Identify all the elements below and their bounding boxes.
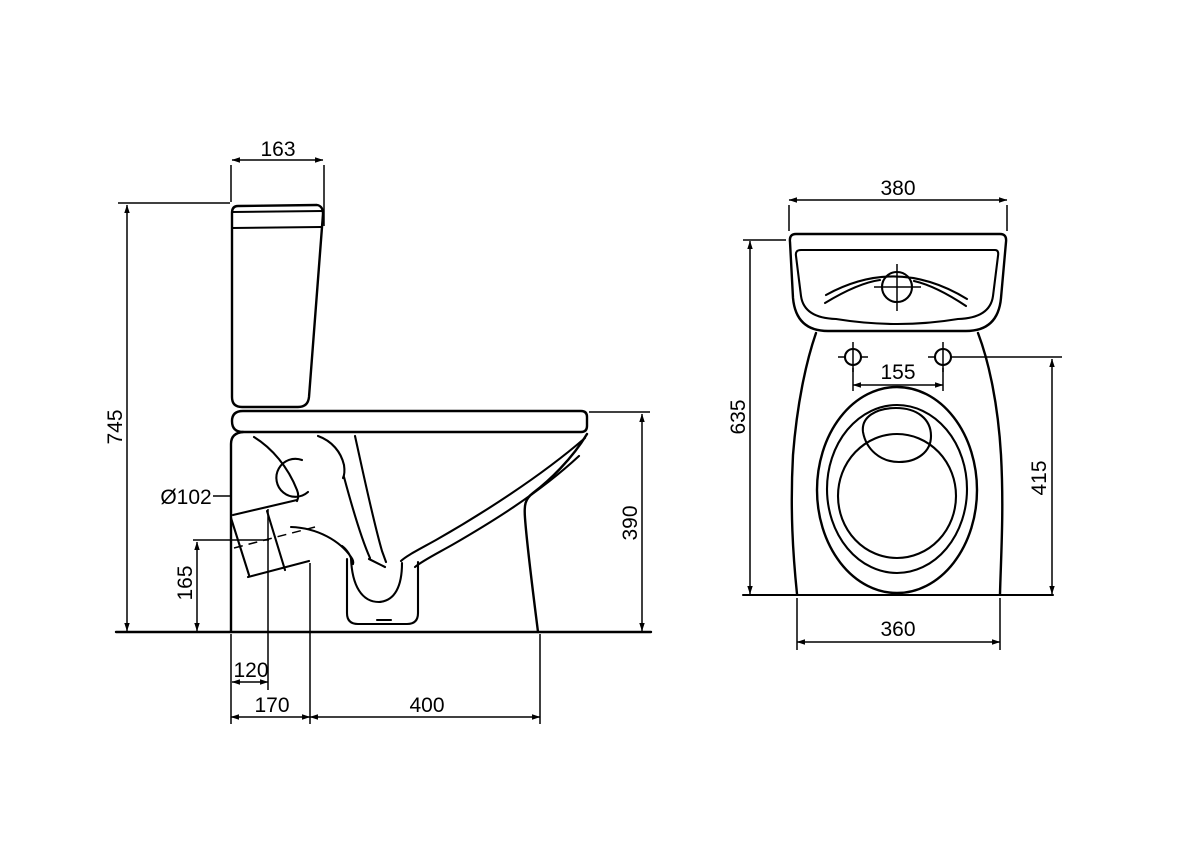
side-view-dimensions: 163 745 390 Ø102 165 120 170 400: [104, 138, 650, 724]
outlet-spigot-collar: [265, 509, 287, 572]
seat-ring-inner: [825, 403, 969, 575]
dim-label-overall-height-front: 635: [727, 399, 750, 434]
trap-box: [345, 557, 420, 626]
cistern-tank: [230, 203, 325, 409]
bowl-wall-lower: [413, 454, 581, 569]
trap-inlet-arc: [289, 525, 355, 566]
dim-label-rim-height: 390: [619, 505, 642, 540]
flush-tube-left-wall: [342, 475, 372, 560]
cistern-arc-lower-right: [912, 279, 968, 308]
outlet-spigot-bottom: [246, 559, 311, 579]
cistern-front-inner: [794, 248, 1000, 326]
water-area: [861, 406, 933, 464]
seat-bolt-left: [838, 342, 868, 372]
outlet-spigot-top: [231, 498, 299, 517]
dim-label-side-height: 415: [1028, 460, 1051, 495]
dim-label-base-width: 360: [880, 618, 915, 641]
front-view-dimensions: 380 635 155 415 360: [727, 177, 1062, 650]
bowl-opening: [836, 432, 958, 560]
dim-label-outlet-offset: 120: [233, 659, 268, 682]
flush-tube-right-wall: [353, 434, 388, 564]
cistern-arc-lower-left: [823, 278, 882, 305]
side-view: 163 745 390 Ø102 165 120 170 400: [104, 138, 653, 724]
seat-slab: [230, 409, 589, 434]
dim-label-overall-height: 745: [104, 409, 127, 444]
body-left-line: [790, 331, 818, 596]
cistern-lid-bottom-line: [230, 225, 323, 230]
dim-label-outlet-diameter: Ø102: [160, 486, 211, 509]
seat-ring-outer: [815, 385, 979, 595]
body-back-line: [229, 430, 245, 634]
body-front-line: [523, 432, 589, 634]
flush-tube-end: [367, 557, 387, 569]
cistern-front-outer: [788, 232, 1008, 333]
dim-label-front-depth: 400: [409, 694, 444, 717]
cistern-lid-seam: [230, 209, 325, 214]
dim-label-rear-offset: 170: [254, 694, 289, 717]
dim-label-cistern-width-side: 163: [260, 138, 295, 161]
front-view: 380 635 155 415 360: [727, 177, 1062, 650]
back-profile-curve: [252, 435, 300, 503]
bowl-wall-upper: [399, 436, 587, 563]
rim-bump: [316, 434, 346, 480]
dim-label-outlet-height: 165: [174, 565, 197, 600]
trap-curve: [349, 556, 404, 604]
dim-label-cistern-width-front: 380: [880, 177, 915, 200]
body-right-line: [976, 331, 1004, 596]
seat-bolt-right: [928, 342, 953, 372]
dim-label-bolt-spacing: 155: [880, 361, 915, 384]
